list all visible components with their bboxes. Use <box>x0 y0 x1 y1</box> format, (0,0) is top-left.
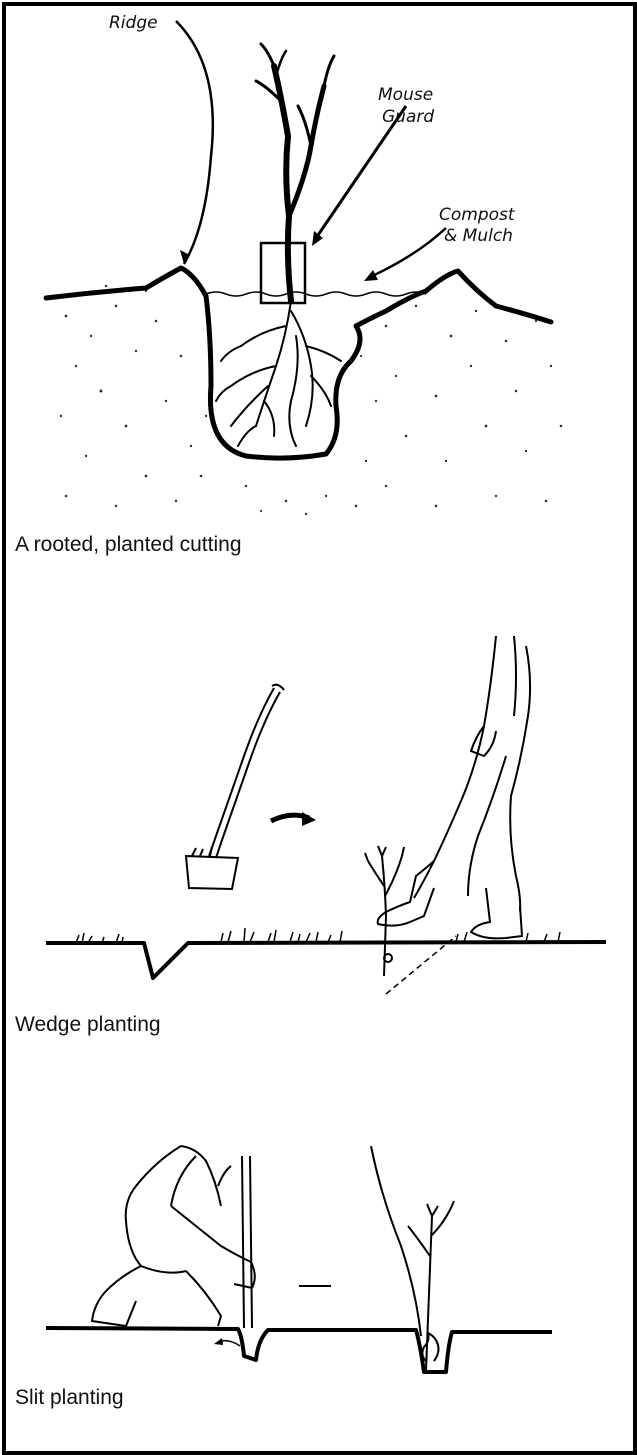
mulch-line <box>206 292 426 296</box>
roots <box>216 301 341 446</box>
cutting-stem <box>274 66 291 301</box>
figure-wedge-planting: Wedge planting <box>6 606 633 1076</box>
wedge-ground <box>46 942 606 978</box>
slit-seedling <box>371 1146 454 1371</box>
kneeling-person <box>92 1146 255 1326</box>
caption-rooted-cutting: A rooted, planted cutting <box>15 533 242 557</box>
wedge-seedling <box>365 846 404 976</box>
figure-rooted-cutting: Ridge Mouse Guard Compost & Mulch A root… <box>6 6 633 566</box>
caption-slit-planting: Slit planting <box>15 1386 124 1410</box>
figure-slit-planting: Slit planting <box>6 1076 633 1451</box>
walking-legs <box>378 636 530 938</box>
slit-planting-illustration <box>6 1076 633 1376</box>
label-ridge: Ridge <box>109 13 158 33</box>
spade <box>186 685 284 889</box>
wedge-planting-illustration <box>6 606 633 1006</box>
label-mouse-guard-2: Guard <box>382 107 434 127</box>
label-compost-1: Compost <box>439 205 516 225</box>
label-compost-2: & Mulch <box>444 226 513 246</box>
compost-pointer <box>368 228 446 278</box>
slit-ground <box>46 1328 552 1372</box>
wedge-dashed-line <box>386 936 456 994</box>
rooted-cutting-illustration: Ridge Mouse Guard Compost & Mulch <box>6 6 633 526</box>
spade-handle <box>242 1156 252 1328</box>
ridge-pointer <box>176 21 213 264</box>
caption-wedge-planting: Wedge planting <box>15 1013 161 1037</box>
label-mouse-guard-1: Mouse <box>378 85 433 105</box>
